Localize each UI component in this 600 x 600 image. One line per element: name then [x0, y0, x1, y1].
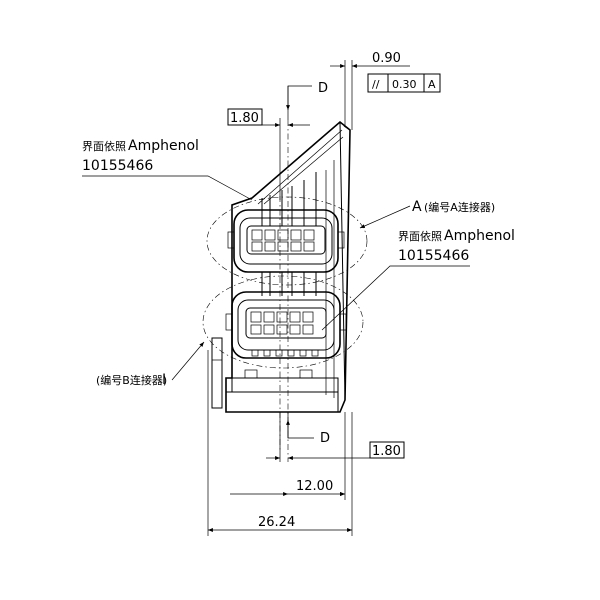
section-top-label: D: [318, 81, 328, 96]
connector-b-label: I: [162, 372, 166, 388]
parallelism-value: 0.30: [392, 78, 417, 91]
dim-pin-offset-top-label: 1.80: [230, 111, 259, 126]
center-lines: [279, 120, 289, 462]
connector-a: [206, 172, 368, 286]
callout-lower-part: 10155466: [398, 248, 469, 264]
callout-lower-prefix: 界面依照: [398, 230, 442, 243]
section-bottom-label: D: [320, 431, 330, 446]
connector-a-note: (编号A连接器): [424, 200, 495, 214]
callout-upper-brand: Amphenol: [128, 138, 199, 154]
callout-connector-b: (编号B连接器) I: [96, 341, 205, 388]
housing-outline: [211, 120, 351, 413]
dim-pin-offset-bottom-label: 1.80: [372, 444, 401, 459]
dim-center-width: 12.00: [230, 412, 346, 500]
callout-upper: 界面依照 Amphenol 10155466: [82, 138, 253, 201]
dim-center-width-label: 12.00: [296, 479, 333, 494]
dim-top-gap-label: 0.90: [372, 51, 401, 66]
dim-top-gap: 0.90: [330, 51, 410, 130]
callout-lower-brand: Amphenol: [444, 228, 515, 244]
parallelism-frame: // 0.30 A: [367, 73, 441, 93]
dim-overall-width: 26.24: [207, 350, 353, 536]
parallelism-symbol: //: [372, 78, 380, 91]
dim-pin-offset-top: 1.80: [227, 108, 310, 200]
callout-upper-prefix: 界面依照: [82, 140, 126, 153]
dim-overall-width-label: 26.24: [258, 515, 295, 530]
connector-a-label: A: [412, 199, 422, 215]
callout-lower: 界面依照 Amphenol 10155466: [321, 228, 515, 331]
parallelism-datum: A: [428, 78, 436, 91]
connector-b-note: (编号B连接器): [96, 373, 167, 387]
connector-b: [202, 275, 364, 369]
section-bottom: D: [286, 412, 330, 446]
callout-upper-part: 10155466: [82, 158, 153, 174]
callout-connector-a: A (编号A连接器): [359, 199, 495, 229]
section-top: D: [286, 81, 328, 120]
dim-pin-offset-bottom: 1.80: [266, 412, 405, 462]
